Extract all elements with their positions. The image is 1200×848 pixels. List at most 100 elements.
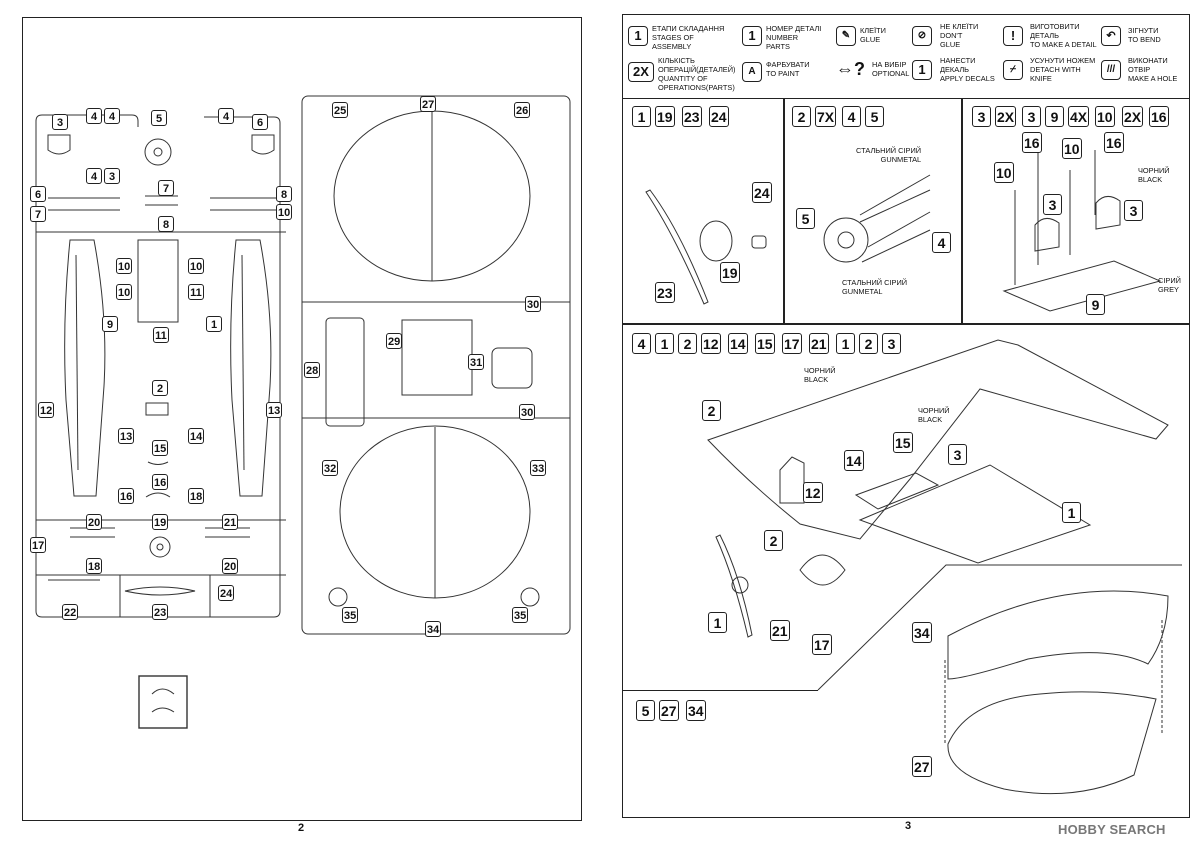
part-number-badge: 19 <box>720 262 740 283</box>
part-number-badge: 17 <box>812 634 832 655</box>
part-number-badge: 10 <box>116 258 133 274</box>
step-header-badge: 4 <box>632 333 651 354</box>
legend-knife: УСУНУТИ НОЖЕМ DETACH WITH KNIFE <box>1030 56 1096 83</box>
step-header-badge: 1 <box>655 333 674 354</box>
part-number-icon: 1 <box>742 26 762 46</box>
step-header-badge: 3 <box>882 333 901 354</box>
part-number-badge: 16 <box>1022 132 1042 153</box>
s3-color-1: ЧОРНИЙ BLACK <box>1138 166 1170 184</box>
part-number-badge: 3 <box>104 168 120 184</box>
s4-color-1: ЧОРНИЙ BLACK <box>804 366 836 384</box>
part-number-badge: 1 <box>1062 502 1081 523</box>
step-header-badge: 17 <box>782 333 802 354</box>
legend-optional: НА ВИБІР OPTIONAL <box>872 60 910 78</box>
part-number-badge: 34 <box>912 622 932 643</box>
part-number-badge: 23 <box>152 604 169 620</box>
part-number-badge: 6 <box>252 114 268 130</box>
watermark: HOBBY SEARCH <box>1058 822 1166 837</box>
legend-make-detail: ВИГОТОВИТИ ДЕТАЛЬ TO MAKE A DETAIL <box>1030 22 1097 49</box>
step-header-badge: 2X <box>995 106 1017 127</box>
part-number-badge: 27 <box>912 756 932 777</box>
part-number-badge: 19 <box>152 514 169 530</box>
paint-icon: A <box>742 62 762 82</box>
part-number-badge: 9 <box>102 316 118 332</box>
part-number-badge: 15 <box>152 440 169 456</box>
part-number-badge: 10 <box>116 284 133 300</box>
part-number-badge: 26 <box>514 102 531 118</box>
part-number-badge: 21 <box>770 620 790 641</box>
part-number-badge: 35 <box>342 607 359 623</box>
part-number-badge: 9 <box>1086 294 1105 315</box>
legend-no-glue: НЕ КЛЕЇТИ DON'T GLUE <box>940 22 979 49</box>
step-header-badge: 3 <box>1022 106 1041 127</box>
no-glue-icon: ⊘ <box>912 26 932 46</box>
step-header-badge: 9 <box>1045 106 1064 127</box>
part-number-badge: 31 <box>468 354 485 370</box>
step-3-panel <box>962 98 1190 324</box>
step-header-badge: 7X <box>815 106 837 127</box>
part-number-badge: 11 <box>153 327 169 343</box>
quantity-icon: 2X <box>628 62 654 82</box>
step-header-badge: 34 <box>686 700 706 721</box>
legend-paint: ФАРБУВАТИ TO PAINT <box>766 60 810 78</box>
part-number-badge: 3 <box>1124 200 1143 221</box>
part-number-badge: 25 <box>332 102 349 118</box>
part-number-badge: 30 <box>525 296 542 312</box>
step-header-badge: 1 <box>632 106 651 127</box>
page-number-left: 2 <box>298 822 305 834</box>
part-number-badge: 13 <box>266 402 283 418</box>
part-number-badge: 16 <box>118 488 135 504</box>
part-number-badge: 8 <box>276 186 292 202</box>
step-header-badge: 12 <box>701 333 721 354</box>
page-number-right: 3 <box>905 820 912 832</box>
part-number-badge: 33 <box>530 460 547 476</box>
s3-color-2: СІРИЙ GREY <box>1158 276 1181 294</box>
legend-bend: ЗІГНУТИ TO BEND <box>1128 26 1161 44</box>
part-number-badge: 5 <box>151 110 167 126</box>
part-number-badge: 17 <box>30 537 47 553</box>
legend-part-number: НОМЕР ДЕТАЛІ NUMBER PARTS <box>766 24 822 51</box>
legend-quantity: КІЛЬКІСТЬ ОПЕРАЦІЙ(ДЕТАЛЕЙ) QUANTITY OF … <box>658 56 736 92</box>
step-header-badge: 16 <box>1149 106 1169 127</box>
part-number-badge: 4 <box>932 232 951 253</box>
legend-hole: ВИКОНАТИ ОТВІР MAKE A HOLE <box>1128 56 1178 83</box>
part-number-badge: 20 <box>222 558 239 574</box>
part-number-badge: 4 <box>218 108 234 124</box>
part-number-badge: 16 <box>1104 132 1124 153</box>
part-number-badge: 12 <box>803 482 823 503</box>
step-header-badge: 10 <box>1095 106 1115 127</box>
legend-decals: НАНЕСТИ ДЕКАЛЬ APPLY DECALS <box>940 56 995 83</box>
step-2-panel <box>784 98 962 324</box>
part-number-badge: 10 <box>188 258 205 274</box>
stage-icon: 1 <box>628 26 648 46</box>
part-number-badge: 15 <box>893 432 913 453</box>
part-number-badge: 27 <box>420 96 437 112</box>
part-number-badge: 2 <box>764 530 783 551</box>
step-header-badge: 2 <box>678 333 697 354</box>
step-4-panel <box>622 324 1190 692</box>
step-header-badge: 2X <box>1122 106 1144 127</box>
step-header-badge: 21 <box>809 333 829 354</box>
part-number-badge: 14 <box>844 450 864 471</box>
step-header-badge: 15 <box>755 333 775 354</box>
part-number-badge: 7 <box>158 180 174 196</box>
part-number-badge: 13 <box>118 428 135 444</box>
step-header-badge: 5 <box>865 106 884 127</box>
part-number-badge: 6 <box>30 186 46 202</box>
decal-icon: 1 <box>912 60 932 80</box>
part-number-badge: 1 <box>206 316 222 332</box>
part-number-badge: 10 <box>1062 138 1082 159</box>
part-number-badge: 3 <box>948 444 967 465</box>
part-number-badge: 32 <box>322 460 339 476</box>
part-number-badge: 3 <box>52 114 68 130</box>
part-number-badge: 11 <box>188 284 204 300</box>
part-number-badge: 8 <box>158 216 174 232</box>
part-number-badge: 22 <box>62 604 79 620</box>
part-number-badge: 2 <box>152 380 168 396</box>
step-header-badge: 19 <box>655 106 675 127</box>
part-number-badge: 12 <box>38 402 55 418</box>
part-number-badge: 4 <box>86 168 102 184</box>
part-number-badge: 30 <box>519 404 536 420</box>
s2-color-2: СТАЛЬНИЙ СІРИЙ GUNMETAL <box>842 278 908 296</box>
